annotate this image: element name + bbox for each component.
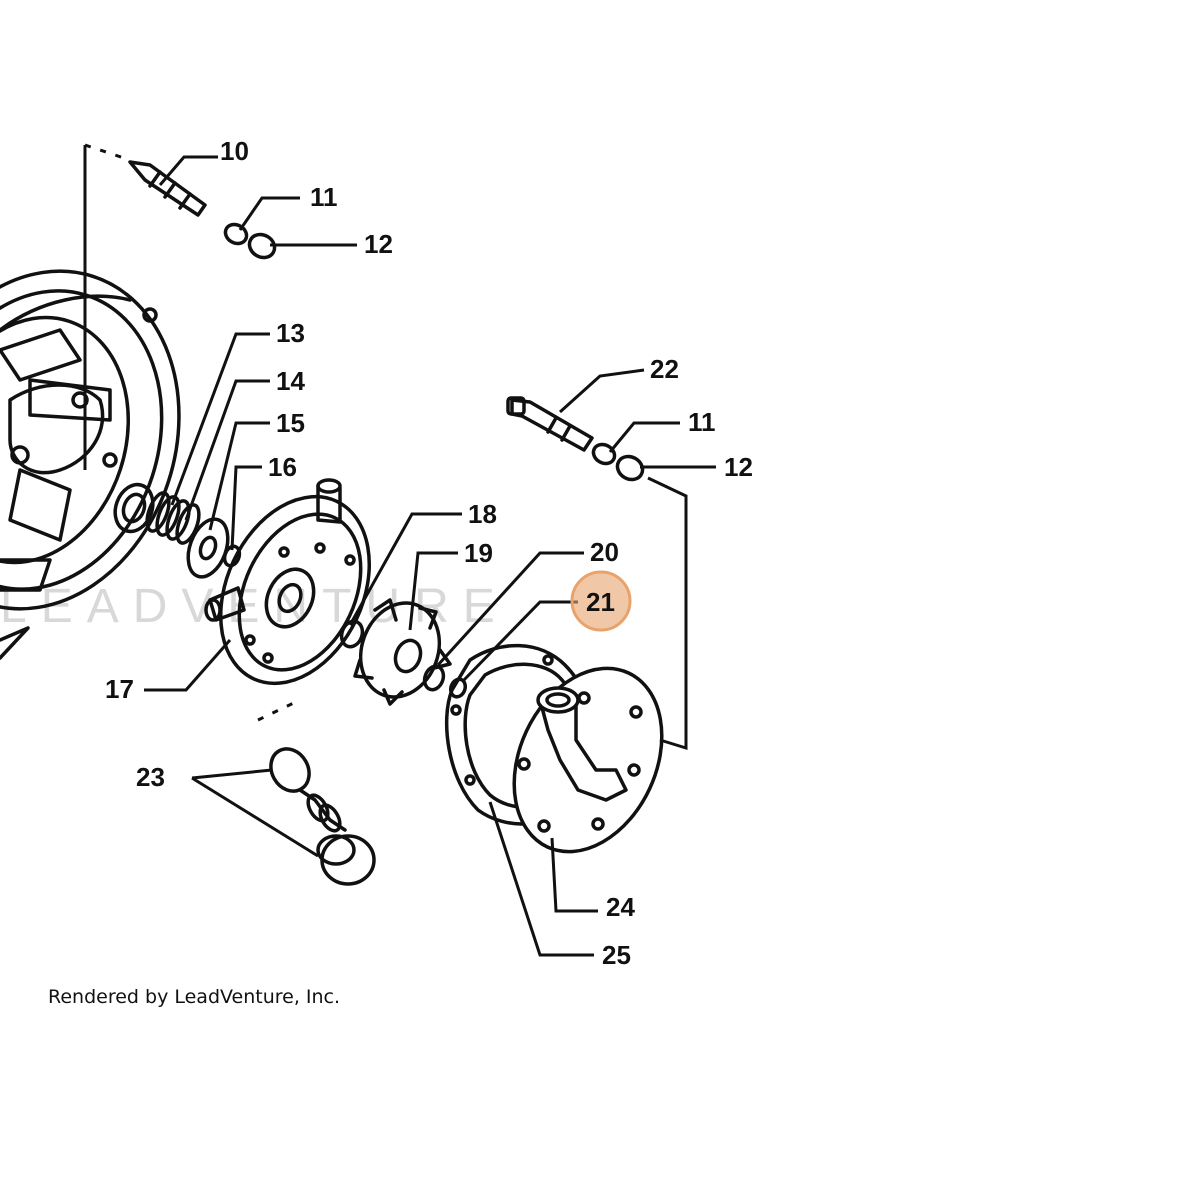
bolt-22 (506, 396, 594, 452)
callout-25[interactable]: 25 (602, 940, 631, 970)
callout-19[interactable]: 19 (464, 538, 493, 568)
lock-washer-11 (223, 222, 249, 246)
callout-21[interactable]: 21 (586, 587, 615, 617)
callout-22[interactable]: 22 (650, 354, 679, 384)
callout-17[interactable]: 17 (105, 674, 134, 704)
o-ring-18 (339, 619, 365, 649)
seal-21 (448, 677, 468, 699)
lock-washer-11b (591, 442, 617, 466)
callout-16[interactable]: 16 (268, 452, 297, 482)
callout-12-right[interactable]: 12 (724, 452, 753, 482)
callout-14[interactable]: 14 (276, 366, 305, 396)
leader-lines (144, 155, 716, 957)
axis-line-right (647, 476, 688, 751)
pump-housing-17 (204, 478, 372, 686)
o-ring-16 (222, 544, 242, 568)
drive-wheel (0, 269, 181, 660)
oil-seal-13 (113, 482, 155, 534)
render-credit: Rendered by LeadVenture, Inc. (48, 986, 341, 1008)
highlight-marker-21 (570, 570, 632, 632)
spring-14 (145, 491, 201, 545)
callout-11-right[interactable]: 11 (688, 407, 716, 437)
stud-bolt-10 (128, 160, 207, 217)
callout-18[interactable]: 18 (468, 499, 497, 529)
callout-12[interactable]: 12 (364, 229, 393, 259)
callout-23[interactable]: 23 (136, 762, 165, 792)
callout-13[interactable]: 13 (276, 318, 305, 348)
callout-10[interactable]: 10 (220, 136, 249, 166)
nut-12 (247, 232, 277, 260)
callout-15[interactable]: 15 (276, 408, 305, 438)
nut-12b (615, 454, 645, 482)
callout-20[interactable]: 20 (590, 537, 619, 567)
callout-11[interactable]: 11 (310, 182, 338, 212)
axis-dash-left (84, 143, 131, 162)
washer-20 (422, 664, 446, 692)
pump-cover-24 (512, 666, 664, 854)
callout-24[interactable]: 24 (606, 892, 635, 922)
drain-plug-23 (257, 698, 376, 886)
